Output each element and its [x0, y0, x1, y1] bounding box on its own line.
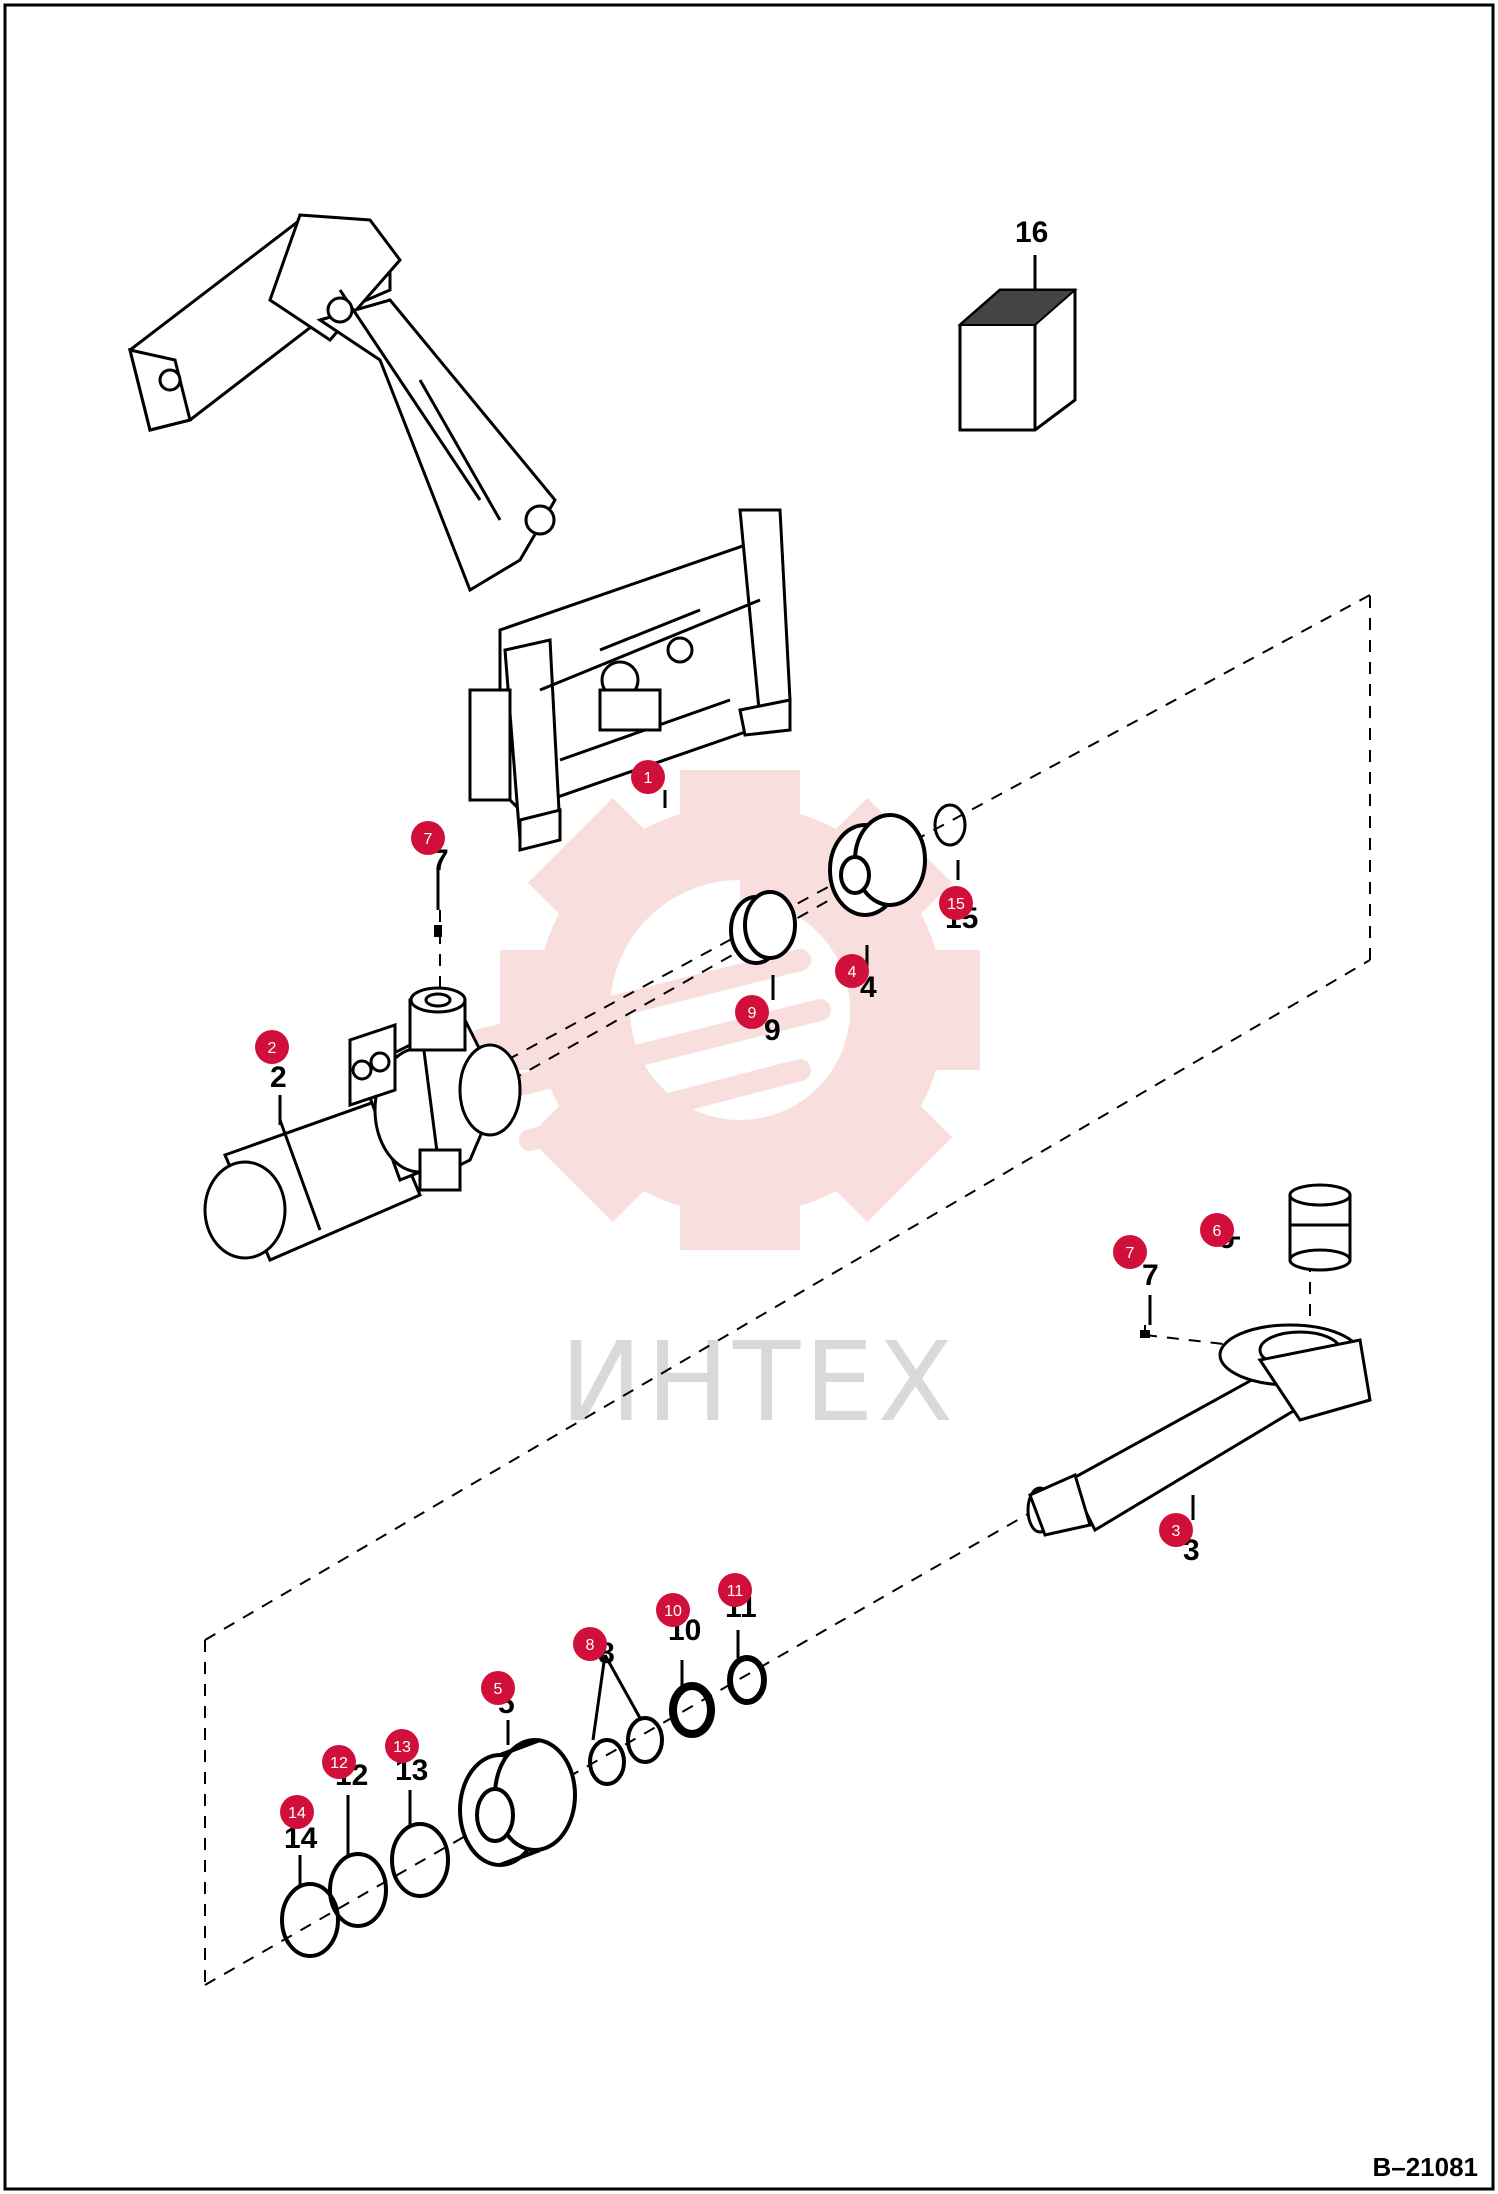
callout-10-label: 10 — [664, 1603, 682, 1620]
callout-5-label: 5 — [494, 1681, 503, 1698]
callout-11[interactable]: 11 — [718, 1573, 752, 1607]
page-border — [3, 3, 1495, 2191]
o-ring-15-part — [933, 803, 967, 847]
callout-14[interactable]: 14 — [280, 1795, 314, 1829]
callout-6-label: 6 — [1213, 1223, 1222, 1240]
callout-7b[interactable]: 7 — [1113, 1235, 1147, 1269]
grease-fitting-7a-part — [434, 925, 442, 937]
callout-3[interactable]: 3 — [1159, 1513, 1193, 1547]
callout-15[interactable]: 15 — [939, 886, 973, 920]
backup-ring-8b-part — [626, 1716, 664, 1764]
reference-code: B–21081 — [1372, 2152, 1478, 2182]
callout-13[interactable]: 13 — [385, 1729, 419, 1763]
part-number-2: 2 — [270, 1061, 287, 1094]
ring-14-part — [280, 1882, 340, 1958]
callout-4-label: 4 — [848, 964, 857, 981]
callout-7b-label: 7 — [1126, 1245, 1135, 1262]
callout-1[interactable]: 1 — [631, 760, 665, 794]
part-number-9: 9 — [764, 1014, 781, 1047]
callout-6[interactable]: 6 — [1200, 1213, 1234, 1247]
callout-7a-label: 7 — [424, 831, 433, 848]
seal-10-part — [669, 1682, 715, 1738]
part-number-16: 16 — [1015, 216, 1048, 249]
callout-7a[interactable]: 7 — [411, 821, 445, 855]
callout-8[interactable]: 8 — [573, 1627, 607, 1661]
backhoe-frame-part — [127, 213, 792, 852]
watermark-text: ИНТЕХ — [560, 1318, 957, 1446]
part-number-7b: 7 — [1142, 1259, 1159, 1292]
piston-rod-part — [1026, 1323, 1372, 1537]
callout-12[interactable]: 12 — [322, 1745, 356, 1779]
callout-9-label: 9 — [748, 1005, 757, 1022]
decal-kit-part — [957, 255, 1078, 432]
ring-12-part — [328, 1852, 388, 1928]
callout-1-label: 1 — [644, 770, 653, 787]
grease-fitting-7b-part — [1140, 1330, 1150, 1338]
ring-13-part — [390, 1822, 450, 1898]
callout-12-label: 12 — [330, 1755, 348, 1772]
rings-group — [280, 1655, 767, 1958]
piston-part — [458, 1738, 577, 1867]
seal-part — [729, 890, 797, 965]
ring-11-part — [727, 1655, 767, 1705]
backup-ring-8a-part — [588, 1738, 626, 1786]
cylinder-barrel-part — [203, 986, 522, 1262]
grease-fittings — [434, 925, 1150, 1338]
callout-3-label: 3 — [1172, 1523, 1181, 1540]
callout-13-label: 13 — [393, 1739, 411, 1756]
callout-9[interactable]: 9 — [735, 995, 769, 1029]
callout-11-label: 11 — [727, 1583, 744, 1600]
callout-markers: 1 2 3 4 5 6 7 7 8 9 10 11 12 13 14 15 — [255, 760, 1234, 1829]
callout-4[interactable]: 4 — [835, 954, 869, 988]
callout-10[interactable]: 10 — [656, 1593, 690, 1627]
callout-8-label: 8 — [586, 1637, 595, 1654]
callout-15-label: 15 — [947, 896, 965, 913]
callout-5[interactable]: 5 — [481, 1671, 515, 1705]
callout-2-label: 2 — [268, 1040, 277, 1057]
gland-part — [828, 813, 927, 917]
bushing-part — [1288, 1183, 1352, 1272]
callout-2[interactable]: 2 — [255, 1030, 289, 1064]
leader-lines — [278, 790, 1240, 1886]
callout-14-label: 14 — [288, 1805, 306, 1822]
